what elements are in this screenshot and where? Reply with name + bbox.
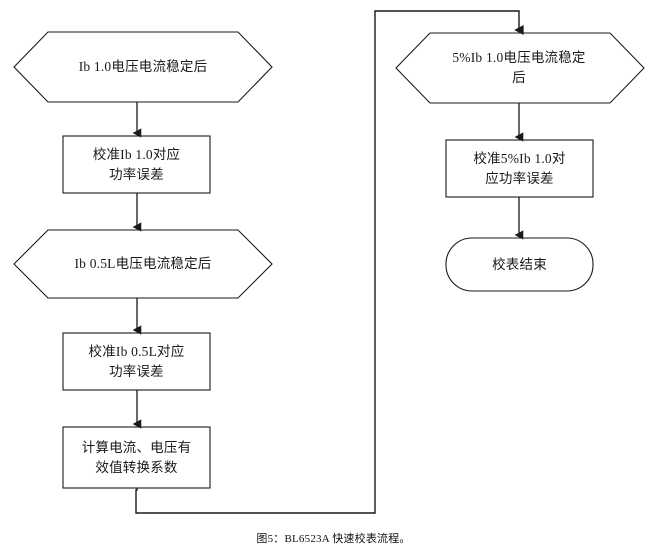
node-ib05l-stable (13, 229, 273, 299)
node-end-calibration (445, 237, 594, 292)
figure-caption: 图5：BL6523A 快速校表流程。 (256, 533, 411, 545)
node-calib-ib05l-power-error (62, 332, 211, 391)
node-start-ib10-stable (13, 31, 273, 103)
node-calib-ib10-power-error (62, 135, 211, 194)
node-calc-rms-coefficients (62, 426, 211, 489)
connector-calc-to-ib5pct-10-stable (135, 10, 524, 514)
node-ib5pct-10-stable (395, 32, 645, 104)
node-calib-ib5pct-10-power-error (445, 139, 594, 198)
